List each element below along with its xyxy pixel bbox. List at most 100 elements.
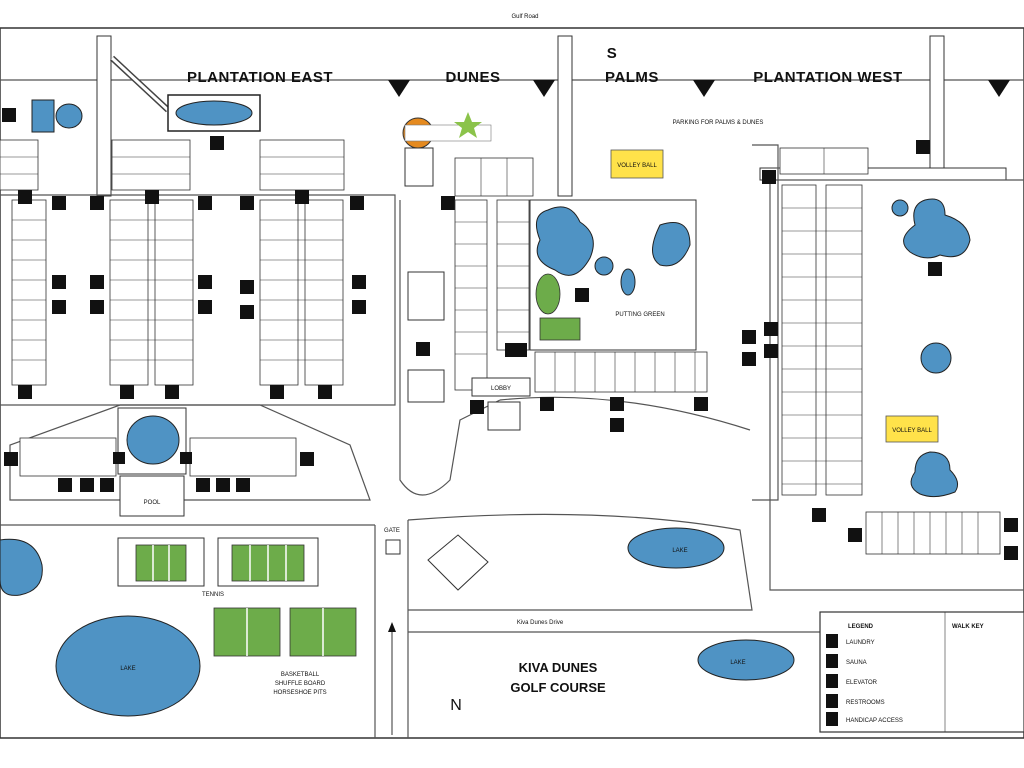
legend-title: LEGEND [848,624,874,630]
entry-arrow-1 [388,80,410,97]
access-road-east [96,35,112,197]
lobby-label: LOBBY [491,386,511,392]
lake-golf [697,639,795,681]
west-col-2 [825,184,863,496]
top-road-label: Gulf Road [511,14,538,20]
west-bottom-lines [881,512,979,554]
section-dunes: DUNES [445,69,500,86]
legend-right-title: WALK KEY [952,624,984,630]
palms-markers [540,397,708,432]
hot-tub [31,99,55,133]
section-palms: PALMS [605,69,659,86]
lobby-building [471,377,531,397]
east-clubhouse-right [189,437,297,477]
dunes-col-1 [454,199,488,391]
dunes-unit-lines [455,158,529,355]
volleyball-west-label: VOLLEY BALL [892,428,932,434]
tennis-court-1 [135,544,187,582]
horseshoe-label: HORSESHOE PITS [273,690,326,696]
golf-course-title-1: KIVA DUNES [519,660,598,675]
legend-item-laundry: LAUNDRY [846,640,875,646]
ramp-inner [110,56,170,112]
clubhouse-markers [4,452,314,492]
lake-kiva [627,527,725,569]
west-bottom-building [865,511,1001,555]
west-pool-2 [910,451,959,498]
legend-items [826,634,838,726]
marker [470,400,484,414]
marker [505,343,527,357]
section-plantation-west: PLANTATION WEST [753,69,902,86]
lake-main [55,615,201,717]
entry-arrow-4 [988,80,1010,97]
dunes-info [407,271,445,321]
basketball-label: BASKETBALL [281,672,320,678]
tennis-label: TENNIS [202,592,224,598]
entry-arrow-3 [693,80,715,97]
west-markers [742,140,1018,560]
legend-item-sauna: SAUNA [846,660,867,666]
palms-spa [594,256,614,276]
access-road-west [929,35,945,177]
putting-green [535,273,561,315]
east-clubhouse-left [19,437,117,477]
kiva-dunes-road-label: Kiva Dunes Drive [517,620,564,626]
dunes-logo [402,112,492,149]
palms-building [534,351,708,393]
gate-house [385,539,401,555]
lake-golf-label: LAKE [730,660,745,666]
legend-box [819,611,1024,733]
access-road-palms [557,35,573,197]
west-spa-2 [920,342,952,374]
plantation-west-block [769,179,1024,591]
marker [575,288,589,302]
shuffleboard-label: SHUFFLE BOARD [275,681,326,687]
palms-unit-lines [554,352,696,392]
entry-arrow-2 [533,80,555,97]
dunes-drive [399,200,501,496]
dunes-info-2 [407,369,445,403]
pool-east [175,100,253,126]
west-col-1 [781,184,817,496]
west-unit-lines [782,207,862,485]
dunes-office [487,401,521,431]
legend-item-restrooms: RESTROOMS [846,700,885,706]
compass-s: S [607,45,618,62]
palms-banner: PARKING FOR PALMS & DUNES [673,120,764,126]
east-unit-lines [12,219,343,361]
east-pool [126,415,180,465]
lake-west [0,538,43,596]
east-markers [18,190,366,399]
compass-n: N [450,697,462,714]
volleyball-palms-label: VOLLEY BALL [617,163,657,169]
east-pool-house [119,475,185,517]
dunes-small-building [404,147,434,187]
palms-court [539,317,581,341]
east-clubhouse-area [9,404,371,501]
legend-item-handicap: HANDICAP ACCESS [846,718,903,724]
kiva-dunes-loop [407,513,753,611]
palms-pool-2 [652,222,691,267]
west-pool-1 [903,198,971,259]
section-plantation-east: PLANTATION EAST [187,69,333,86]
palms-kiddie-pool [620,268,636,296]
east-pool-house-label: POOL [144,500,161,506]
west-spa [891,199,909,217]
volleyball-west [885,415,939,443]
lake-main-label: LAKE [120,666,135,672]
dunes-col-2 [496,199,530,351]
marker [2,108,16,122]
marker [416,342,430,356]
golf-course-title-2: GOLF COURSE [510,680,606,695]
east-building-columns [11,199,344,386]
north-arrow-head [388,622,396,632]
volleyball-palms [610,149,664,179]
palms-pool [535,206,594,276]
lake-kiva-label: LAKE [672,548,687,554]
sales-office [427,534,489,591]
dunes-top-units [454,157,534,197]
legend-item-elevator: ELEVATOR [846,680,878,686]
marker [441,196,455,210]
putting-green-label: PUTTING GREEN [615,312,664,318]
